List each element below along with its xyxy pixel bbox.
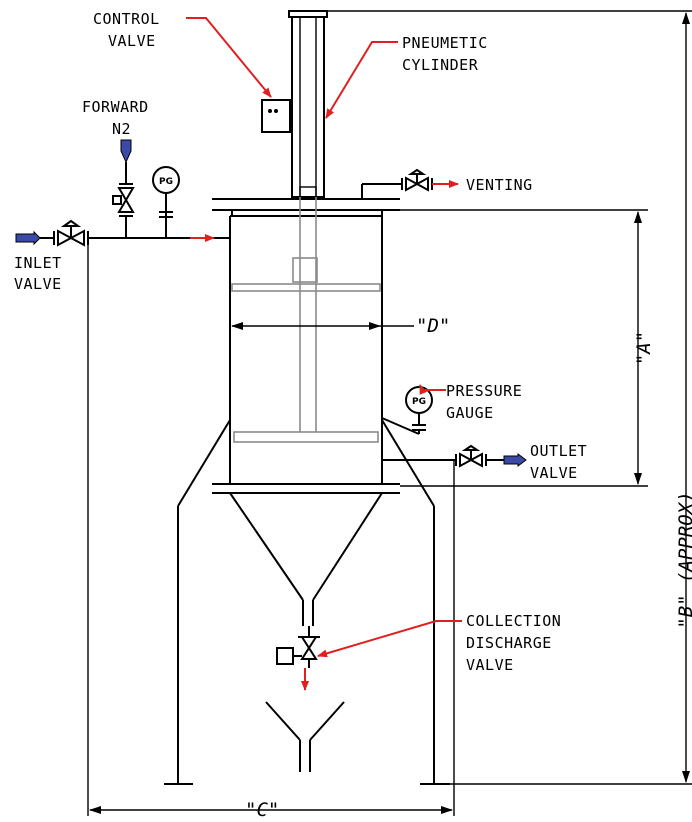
label-forward-n2-1: FORWARD (82, 98, 149, 116)
vessel-pressure-gauge: PG (381, 386, 433, 435)
support-legs (164, 419, 450, 785)
dimension-a: "A" (633, 331, 655, 365)
label-pneumatic-2: CYLINDER (402, 56, 479, 74)
dimension-d: "D" (416, 315, 450, 337)
pneumatic-cylinder (288, 10, 328, 198)
dimension-lines (87, 10, 692, 816)
leader-lines (186, 17, 462, 658)
label-collection-3: VALVE (466, 656, 514, 674)
inlet-line (15, 219, 230, 247)
discharge-valve (276, 626, 320, 691)
agitator (231, 197, 381, 443)
vessel-body (229, 215, 383, 485)
label-pressure-gauge-2: GAUGE (446, 404, 494, 422)
venting-line (361, 168, 459, 199)
collection-cone (229, 492, 383, 626)
bottom-flange (212, 483, 400, 494)
label-outlet-valve-2: VALVE (530, 464, 578, 482)
label-collection-2: DISCHARGE (466, 634, 552, 652)
label-collection-1: COLLECTION (466, 612, 561, 630)
collection-funnel (265, 701, 345, 772)
top-lid (212, 198, 400, 216)
label-inlet-valve-2: VALVE (14, 275, 62, 293)
gauge-tag: PG (159, 177, 173, 187)
control-valve-box (261, 99, 291, 133)
outlet-line (382, 444, 527, 468)
label-pressure-gauge-1: PRESSURE (446, 382, 522, 400)
forward-n2-line (112, 139, 135, 238)
label-control-valve-1: CONTROL (93, 10, 160, 28)
dimension-b: "B" (APPROX) (675, 491, 692, 628)
inlet-pressure-gauge: PG (152, 166, 180, 238)
gauge-tag: PG (412, 397, 426, 407)
label-outlet-valve-1: OUTLET (530, 442, 587, 460)
dimension-c: "C" (245, 799, 279, 821)
label-pneumatic-1: PNEUMETIC (402, 34, 488, 52)
label-inlet-valve-1: INLET (14, 254, 62, 272)
label-venting: VENTING (466, 176, 533, 194)
label-control-valve-2: VALVE (108, 32, 156, 50)
label-forward-n2-2: N2 (112, 120, 131, 138)
